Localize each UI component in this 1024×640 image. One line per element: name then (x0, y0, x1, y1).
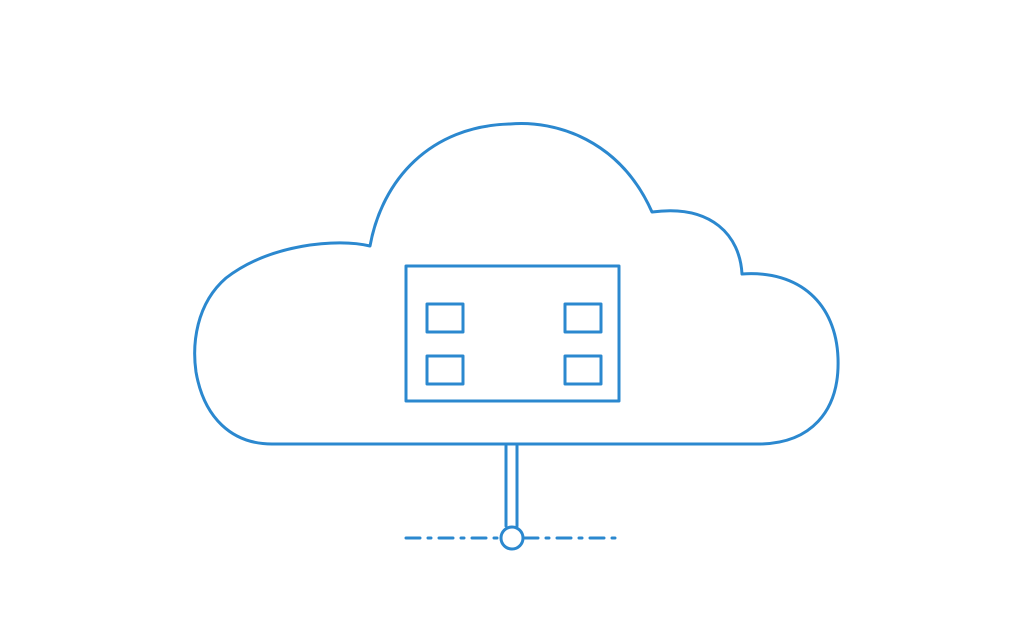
server-panel-icon (404, 264, 621, 403)
server-panel-frame (404, 264, 621, 403)
network-connector-icon (504, 444, 519, 528)
indicator-top-right (563, 302, 603, 334)
indicator-top-left (425, 302, 465, 334)
indicator-bottom-right (563, 354, 603, 386)
network-node-icon (499, 525, 525, 551)
cloud-icon (193, 122, 840, 446)
indicator-bottom-left (425, 354, 465, 386)
